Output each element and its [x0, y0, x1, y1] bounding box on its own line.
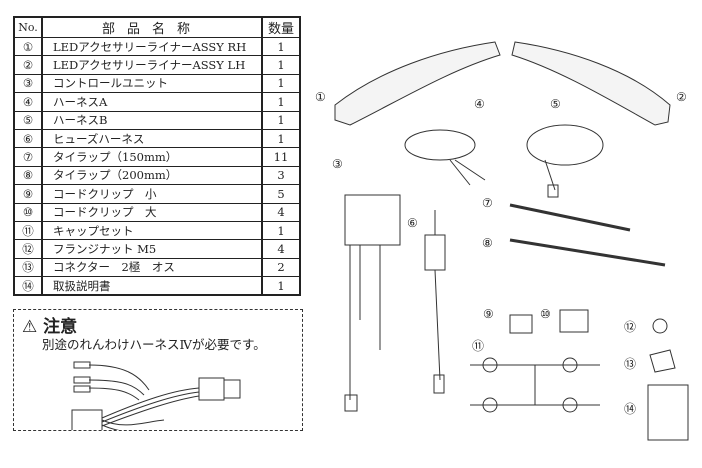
- flange-nut-illustration: [652, 318, 668, 334]
- part-quantity: 1: [261, 276, 301, 296]
- label-5: ⑤: [550, 97, 561, 111]
- cord-clip-large-illustration: [559, 309, 589, 333]
- fuse-harness-illustration: [424, 210, 446, 394]
- tie-wrap-200-illustration: [509, 238, 666, 267]
- label-6: ⑥: [407, 216, 418, 230]
- label-4: ④: [474, 97, 485, 111]
- liner-rh-illustration: [334, 41, 501, 126]
- caution-text: 別途のれんわけハーネスⅣが必要です。: [42, 337, 266, 352]
- table-header: No. 部品名称 数量: [13, 16, 301, 38]
- cord-clip-small-illustration: [509, 314, 533, 334]
- label-11: ⑪: [472, 339, 485, 353]
- connector-illustration: [649, 349, 676, 373]
- label-8: ⑧: [482, 236, 493, 250]
- part-number: ⑭: [13, 276, 43, 296]
- label-2: ②: [676, 90, 687, 104]
- header-qty: 数量: [261, 16, 301, 38]
- harness-iv-illustration: [71, 361, 241, 430]
- part-name: LEDアクセサリーライナーASSY RH: [41, 36, 263, 57]
- part-name: コネクター 2極 オス: [41, 257, 263, 278]
- cap-set-illustration: [470, 357, 600, 413]
- label-7: ⑦: [482, 196, 493, 210]
- part-name: キャップセット: [41, 220, 263, 241]
- label-14: ⑭: [624, 402, 637, 416]
- label-13: ⑬: [624, 357, 637, 371]
- label-12: ⑫: [624, 320, 637, 334]
- part-number: ⑥: [13, 128, 43, 149]
- label-1: ①: [315, 90, 326, 104]
- part-number: ④: [13, 92, 43, 112]
- manual-illustration: [647, 384, 689, 441]
- label-3: ③: [332, 157, 343, 171]
- part-number: ⑬: [13, 257, 43, 278]
- header-name: 部品名称: [41, 16, 263, 38]
- part-name: ヒューズハーネス: [41, 128, 263, 149]
- harness-a-illustration: [404, 129, 486, 186]
- control-unit-illustration: [344, 194, 401, 412]
- label-10: ⑩: [540, 307, 551, 321]
- caution-box: ⚠ 注意 別途のれんわけハーネスⅣが必要です。: [13, 309, 303, 431]
- harness-b-illustration: [526, 124, 604, 198]
- part-name: コードクリップ 小: [41, 184, 263, 204]
- part-number: ⑤: [13, 110, 43, 130]
- label-9: ⑨: [483, 307, 494, 321]
- part-name: LEDアクセサリーライナーASSY LH: [41, 55, 263, 75]
- part-quantity: 2: [261, 257, 301, 278]
- part-name: 取扱説明書: [41, 276, 263, 296]
- part-name: コントロールユニット: [41, 73, 263, 94]
- liner-lh-illustration: [511, 41, 671, 126]
- caution-title: ⚠ 注意: [22, 317, 78, 337]
- warning-icon: ⚠: [22, 317, 38, 337]
- part-name: コードクリップ 大: [41, 202, 263, 222]
- part-name: フランジナット M5: [41, 239, 263, 259]
- tie-wrap-150-illustration: [509, 203, 631, 232]
